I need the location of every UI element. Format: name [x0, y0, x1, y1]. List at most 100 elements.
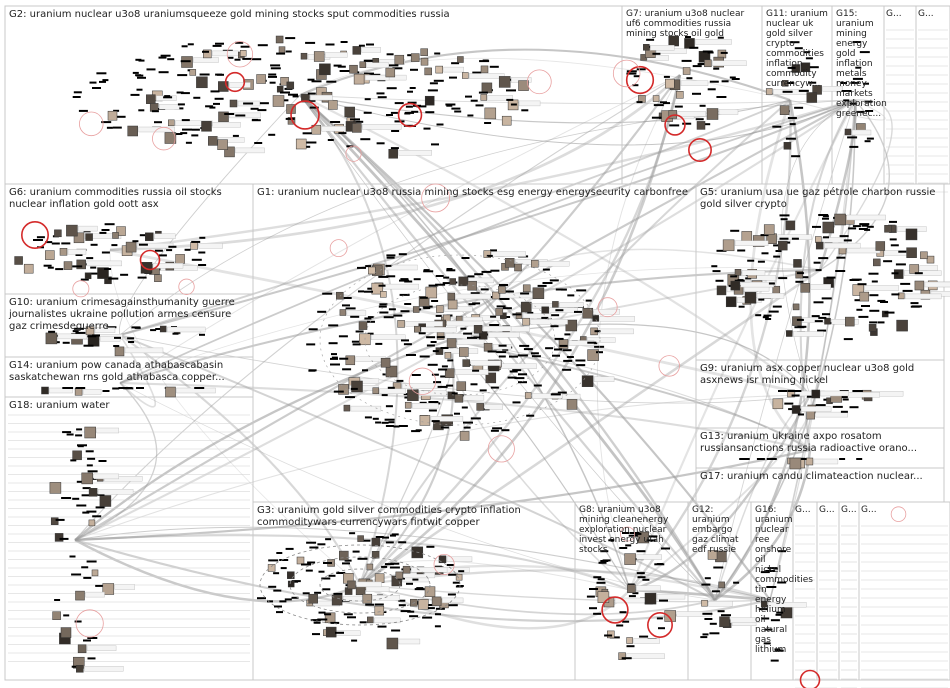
node-dash: [269, 81, 276, 84]
node-dash: [234, 58, 241, 61]
small-group-box: [915, 5, 950, 185]
node-dash: [154, 121, 162, 124]
node-dash: [406, 582, 413, 585]
node-avatar: [168, 119, 175, 127]
node-avatar: [175, 254, 185, 264]
node-dash: [82, 511, 90, 514]
node-dash: [106, 126, 113, 129]
node-dash: [716, 249, 727, 252]
node-name-tag: [310, 94, 333, 101]
node-dash: [498, 355, 506, 358]
node-name-tag: [412, 403, 439, 409]
node-dash: [646, 38, 655, 41]
node-dash: [626, 645, 635, 648]
node-avatar: [476, 403, 484, 411]
node-avatar: [734, 269, 742, 276]
node-name-tag: [158, 104, 180, 110]
node-dash: [518, 381, 527, 384]
node-dash: [709, 80, 719, 83]
node-avatar: [504, 258, 515, 268]
node-dash: [784, 402, 794, 405]
node-dash: [849, 145, 859, 148]
node-dash: [514, 377, 525, 380]
node-dash: [798, 89, 809, 92]
node-avatar: [239, 50, 247, 57]
highlight-node: [601, 596, 629, 624]
node-dash: [291, 580, 301, 583]
node-dash: [865, 110, 874, 112]
node-avatar: [343, 404, 351, 412]
inter-group-edge: [119, 268, 821, 385]
node-dash: [71, 665, 79, 668]
node-avatar: [88, 519, 96, 527]
node-dash: [146, 68, 156, 71]
node-dash: [407, 101, 417, 104]
node-dash: [387, 386, 395, 389]
node-dash: [778, 277, 788, 280]
node-dash: [689, 46, 699, 49]
node-dash: [541, 316, 549, 319]
node-dash: [398, 604, 406, 607]
node-dash: [470, 292, 480, 295]
node-dash: [326, 80, 337, 83]
node-avatar: [783, 142, 792, 150]
node-dash: [802, 276, 809, 279]
node-dash: [564, 333, 571, 336]
node-dash: [191, 258, 202, 261]
node-dash: [509, 370, 518, 373]
node-dash: [864, 140, 871, 143]
node-dash: [342, 304, 350, 307]
node-avatar: [905, 228, 918, 241]
inter-group-edge: [359, 268, 821, 587]
node-dash: [470, 99, 478, 102]
node-avatar: [701, 599, 708, 607]
node-dash: [86, 464, 93, 467]
node-name-tag: [501, 363, 537, 369]
node-dash: [435, 613, 441, 616]
node-dash: [330, 121, 341, 123]
node-name-tag: [633, 638, 660, 644]
node-dash: [365, 265, 372, 268]
node-name-tag: [212, 50, 239, 57]
node-dash: [390, 111, 398, 114]
node-name-tag: [598, 328, 634, 335]
node-name-tag: [446, 320, 484, 327]
node-dash: [542, 268, 550, 271]
node-avatar: [388, 149, 398, 159]
node-dash: [98, 460, 107, 462]
node-dash: [376, 142, 385, 145]
node-name-tag: [455, 293, 491, 300]
node-dash: [54, 599, 61, 601]
node-avatar: [480, 65, 489, 74]
node-dash: [344, 559, 352, 562]
node-dash: [809, 66, 819, 69]
node-avatar: [371, 282, 384, 295]
node-dash: [423, 269, 430, 272]
node-dash: [589, 607, 597, 610]
node-dash: [869, 309, 880, 312]
node-dash: [352, 550, 360, 553]
node-dash: [113, 345, 120, 347]
node-dash: [756, 458, 765, 460]
node-name-tag: [905, 293, 942, 300]
node-dash: [416, 105, 427, 108]
node-dash: [99, 80, 106, 83]
node-dash: [854, 299, 861, 302]
node-name-tag: [695, 39, 732, 45]
highlight-node: [397, 102, 423, 128]
inter-group-edge: [299, 94, 856, 146]
node-dash: [364, 72, 374, 75]
node-dash: [729, 76, 736, 79]
node-avatar: [287, 580, 295, 588]
node-name-tag: [96, 427, 119, 434]
node-avatar: [455, 573, 463, 581]
node-dash: [378, 284, 386, 287]
inter-group-edge: [299, 93, 811, 396]
node-avatar: [424, 67, 432, 76]
node-avatar: [229, 99, 238, 108]
node-dash: [496, 351, 507, 354]
node-dash: [305, 569, 313, 572]
node-avatar: [664, 610, 676, 622]
node-dash: [81, 494, 92, 497]
